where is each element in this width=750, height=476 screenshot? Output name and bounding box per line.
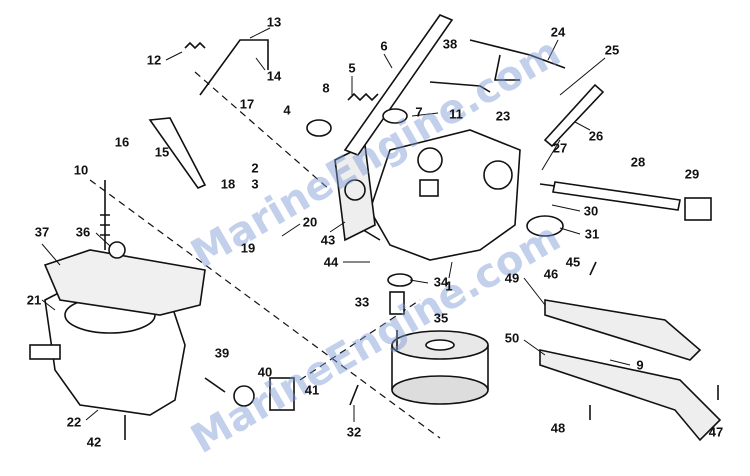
- lever-15: [148, 117, 207, 189]
- part-label-24: 24: [550, 24, 566, 40]
- part-label-25: 25: [604, 42, 620, 58]
- part-label-22: 22: [66, 414, 82, 430]
- plug-41: [269, 377, 295, 411]
- part-label-13: 13: [266, 14, 282, 30]
- part-label-38: 38: [442, 36, 458, 52]
- part-label-32: 32: [346, 424, 362, 440]
- part-label-33: 33: [354, 294, 370, 310]
- part-label-50: 50: [504, 330, 520, 346]
- part-label-49: 49: [504, 270, 520, 286]
- part-label-36: 36: [75, 224, 91, 240]
- part-label-9: 9: [636, 357, 644, 373]
- plug-7: [382, 108, 408, 124]
- part-label-11: 11: [449, 106, 463, 122]
- screw-39: [204, 377, 226, 393]
- part-label-23: 23: [495, 108, 511, 124]
- part-label-7: 7: [415, 104, 423, 120]
- spring-12: [184, 41, 206, 50]
- plate-31: [526, 215, 564, 237]
- part-label-30: 30: [583, 203, 599, 219]
- washer-40: [233, 385, 255, 407]
- part-label-35: 35: [433, 310, 449, 326]
- part-label-39: 39: [214, 345, 230, 361]
- gasket-43-hole: [344, 179, 366, 201]
- gasket-37: [43, 249, 206, 316]
- part-label-19: 19: [240, 240, 256, 256]
- part-label-20: 20: [302, 214, 318, 230]
- part-label-40: 40: [257, 364, 273, 380]
- needle-seat-33: [389, 291, 405, 315]
- screw-45: [589, 261, 597, 276]
- part-label-46: 46: [543, 266, 559, 282]
- part-label-37: 37: [34, 224, 50, 240]
- float-arm-49: [544, 299, 702, 361]
- lever-13: [199, 39, 269, 96]
- packing-nut-29: [684, 197, 712, 221]
- part-label-48: 48: [550, 420, 566, 436]
- link-24: [469, 39, 566, 81]
- part-label-17: 17: [239, 96, 255, 112]
- part-label-42: 42: [86, 434, 102, 450]
- part-label-26: 26: [588, 128, 604, 144]
- spring-5: [347, 92, 379, 102]
- part-label-21: 21: [26, 292, 42, 308]
- part-label-41: 41: [304, 382, 320, 398]
- lever-23: [429, 81, 491, 93]
- part-label-34: 34: [433, 274, 449, 290]
- part-label-5: 5: [348, 60, 356, 76]
- seat-34: [387, 273, 413, 287]
- part-label-12: 12: [146, 52, 162, 68]
- float-35: [391, 330, 489, 405]
- gasket-36: [108, 241, 126, 259]
- choke-shaft-26: [543, 83, 605, 148]
- part-label-44: 44: [323, 254, 339, 270]
- part-label-45: 45: [565, 254, 581, 270]
- part-label-15: 15: [154, 144, 170, 160]
- part-label-16: 16: [114, 134, 130, 150]
- part-label-31: 31: [584, 226, 600, 242]
- carburetor-body-1: [353, 129, 521, 261]
- leader-lines: [41, 27, 631, 422]
- part-label-1: 1: [445, 278, 453, 294]
- part-label-28: 28: [630, 154, 646, 170]
- part-label-3: 3: [251, 176, 259, 192]
- gasket-43: [334, 143, 376, 242]
- float-arm-50: [539, 349, 722, 442]
- plate-4: [306, 119, 332, 137]
- part-label-27: 27: [552, 140, 568, 156]
- part-label-47: 47: [708, 424, 724, 440]
- part-label-6: 6: [380, 38, 388, 54]
- pin-32: [349, 384, 359, 406]
- part-label-10: 10: [73, 162, 89, 178]
- part-label-43: 43: [320, 232, 336, 248]
- part-label-18: 18: [220, 176, 236, 192]
- part-label-4: 4: [283, 102, 291, 118]
- throttle-shaft-6: [343, 14, 454, 156]
- part-label-2: 2: [251, 160, 259, 176]
- part-label-29: 29: [684, 166, 700, 182]
- nozzle-10: [100, 180, 110, 250]
- part-label-14: 14: [266, 68, 282, 84]
- part-label-8: 8: [322, 80, 330, 96]
- needle-valve-28: [539, 181, 681, 211]
